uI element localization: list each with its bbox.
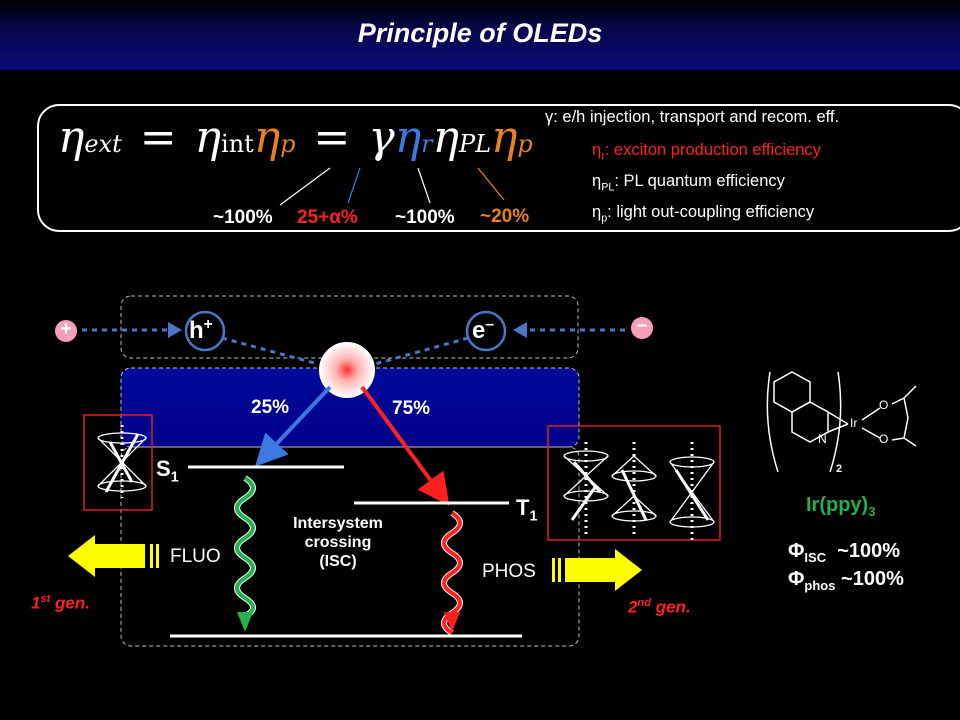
phos-bar-2 — [558, 558, 561, 582]
cathode-circle — [631, 317, 653, 339]
fluo-output-arrow — [68, 535, 145, 577]
electron-label: e– — [472, 316, 495, 344]
eta-r: ηr — [394, 112, 433, 163]
electron-to-exciton — [374, 336, 469, 366]
triplet-arrow — [360, 385, 450, 506]
fluo-bar-1 — [150, 544, 153, 568]
ir-atom: Ir — [850, 416, 858, 430]
hole-to-exciton — [221, 336, 319, 366]
pointer-eta-p — [477, 167, 505, 201]
molecule-name: Ir(ppy)3 — [806, 494, 876, 519]
phos-label: PHOS — [482, 561, 536, 582]
eta-p-2: ηp — [491, 112, 533, 163]
fluo-wave-head — [237, 612, 253, 632]
triplet-spin-cones — [563, 442, 715, 540]
first-gen-label: 1st gen. — [31, 593, 90, 613]
exciton — [319, 342, 375, 398]
page-title: Principle of OLEDs — [357, 18, 603, 48]
eta-p-1: ηp — [253, 112, 296, 163]
hole-label: h+ — [189, 316, 213, 344]
pointer-eta-pl — [417, 167, 431, 204]
legend-gamma: γ: e/h injection, transport and recom. e… — [545, 108, 840, 126]
fluo-label: FLUO — [170, 546, 221, 567]
o-atom-2: O — [879, 432, 889, 446]
n-atom: N — [818, 432, 827, 446]
legend-eta-r: ηr: exciton production efficiency — [592, 141, 821, 163]
o-atom-1: O — [879, 398, 889, 412]
value-eta-int: ~100% — [213, 207, 273, 228]
singlet-spin-box — [83, 414, 153, 511]
phos-output-arrow — [565, 549, 642, 591]
fluo-bar-2 — [156, 544, 159, 568]
cathode-arrow-head — [513, 322, 527, 338]
hole-circle — [184, 310, 226, 352]
s1-label: S1 — [156, 456, 179, 486]
singlet-spin-cones — [97, 425, 147, 498]
eta-ext: ηext — [58, 112, 122, 163]
equals-2: = — [313, 112, 351, 163]
electron-circle — [465, 310, 507, 352]
value-eta-r: 25+α% — [297, 207, 358, 228]
legend-eta-p: ηp: light out-coupling efficiency — [592, 203, 815, 225]
legend-eta-pl: ηPL: PL quantum efficiency — [592, 172, 785, 194]
phi-isc: ΦISC ~100% — [788, 540, 901, 565]
second-gen-label: 2nd gen. — [628, 597, 691, 617]
equation: ηext = ηintηp = γηrηPLηp — [58, 112, 533, 163]
title-bar — [0, 0, 960, 70]
phos-wave-head — [444, 612, 460, 632]
singlet-percent: 25% — [251, 397, 290, 418]
phi-phos: Φphos ~100% — [788, 568, 904, 593]
value-eta-p: ~20% — [480, 206, 530, 227]
anode-circle — [55, 320, 77, 342]
gamma: γ — [368, 112, 395, 163]
value-eta-pl: ~100% — [395, 207, 455, 228]
ligand-count: 2 — [836, 463, 843, 475]
anode-sign: + — [60, 318, 72, 340]
anode-arrow-head — [168, 322, 182, 338]
equals-1: = — [139, 112, 177, 163]
fluo-wave — [235, 476, 255, 618]
triplet-percent: 75% — [392, 398, 431, 419]
cathode-sign: – — [636, 314, 648, 336]
isc-label: Intersystem crossing (ISC) — [293, 515, 383, 570]
eta-pl: ηPL — [432, 112, 492, 163]
eta-int: ηint — [194, 112, 254, 163]
irppy-molecule — [766, 371, 917, 473]
triplet-spin-box — [547, 425, 721, 541]
singlet-arrow — [255, 385, 332, 467]
pointer-eta-r — [347, 167, 361, 204]
pointer-eta-int — [279, 167, 331, 206]
t1-label: T1 — [516, 495, 538, 525]
equation-box — [37, 104, 960, 232]
phos-bar-1 — [552, 558, 555, 582]
